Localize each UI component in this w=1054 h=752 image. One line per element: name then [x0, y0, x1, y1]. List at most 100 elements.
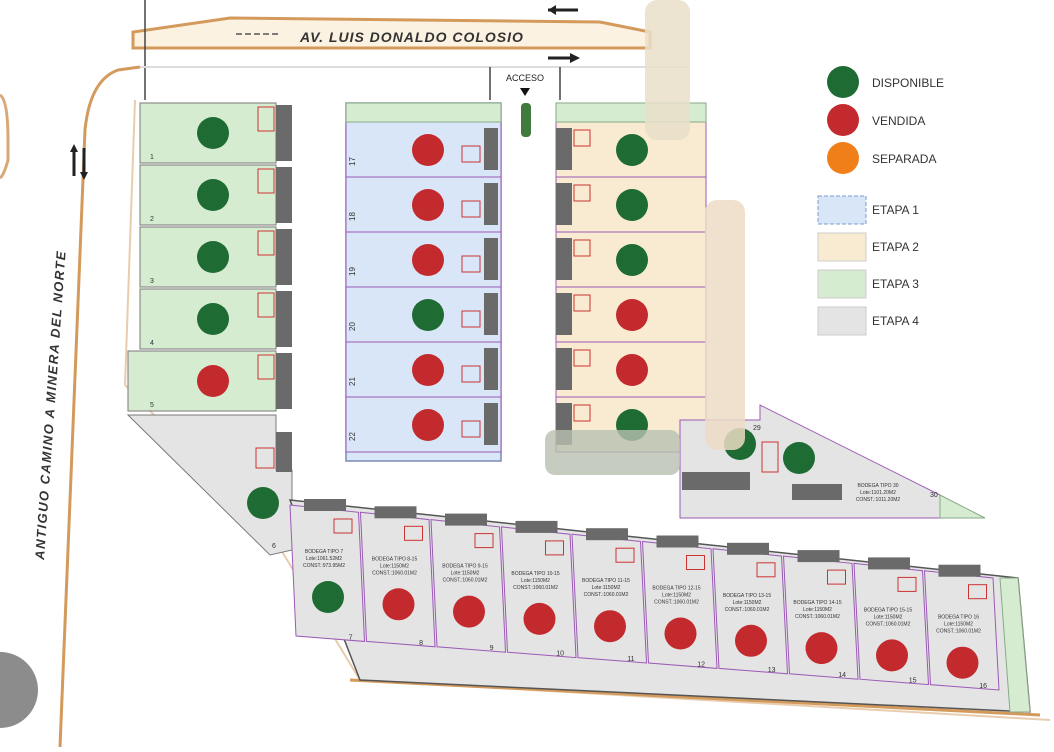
lot-19: 19 — [345, 231, 502, 288]
lot-15: BODEGA TIPO 15-15Lote:1150M2CONST.:1060.… — [853, 557, 930, 686]
arrow-right-icon — [570, 53, 580, 63]
east-lot-5 — [555, 341, 707, 398]
legend-stage-label: ETAPA 3 — [872, 277, 919, 291]
status-marker — [616, 354, 648, 386]
office-outline — [761, 441, 779, 473]
road-arrows — [72, 148, 86, 176]
status-marker — [382, 588, 415, 621]
lot-title: BODEGA TIPO 12-15 — [652, 586, 700, 592]
status-marker — [805, 632, 838, 665]
lot-const: CONST.:1060.01M2 — [936, 629, 981, 635]
status-marker — [197, 365, 229, 397]
legend-status-swatch — [827, 104, 859, 136]
loading-dock — [656, 535, 699, 548]
lot-const: CONST.:1060.01M2 — [513, 585, 558, 591]
lot-title: BODEGA TIPO 8-15 — [372, 556, 418, 562]
access-plate — [503, 70, 547, 84]
lot-number: 22 — [348, 432, 357, 441]
lot-area: Lote:1150M2 — [944, 622, 973, 628]
loading-dock — [556, 238, 572, 280]
lot-number: 9 — [490, 645, 494, 652]
office-outline — [461, 365, 481, 383]
lot-const: CONST.:1011.20M2 — [856, 497, 901, 503]
legend-stage-swatch — [817, 269, 867, 299]
lot-const: CONST.:1060.01M2 — [372, 570, 417, 576]
lot-area: Lote:1150M2 — [521, 578, 550, 584]
south-lot-row: BODEGA TIPO 7Lote:1061.52M2CONST.:973.95… — [288, 499, 1031, 713]
legend-stage-label: ETAPA 2 — [872, 240, 919, 254]
loading-dock — [304, 499, 346, 511]
center-green-strip — [345, 102, 502, 123]
office-outline — [257, 106, 275, 132]
lot-title: BODEGA TIPO 30 — [857, 483, 898, 489]
lot-12: BODEGA TIPO 12-15Lote:1150M2CONST.:1060.… — [641, 535, 718, 669]
lot-parcel — [289, 504, 366, 642]
loading-dock — [445, 513, 487, 526]
avenue-label: AV. LUIS DONALDO COLOSIO — [299, 29, 524, 45]
lot-4: 4 — [139, 288, 292, 350]
office-outline — [461, 255, 481, 273]
office-outline — [827, 569, 846, 585]
status-marker — [783, 442, 815, 474]
lot-number: 10 — [556, 651, 564, 658]
office-outline — [573, 184, 591, 202]
loading-dock — [484, 128, 498, 170]
lot-area: Lote:1061.52M2 — [306, 556, 342, 562]
lot-title: BODEGA TIPO 15-15 — [864, 607, 912, 613]
status-marker — [453, 595, 485, 628]
lot-number: 12 — [697, 661, 705, 668]
overlay-button[interactable] — [0, 652, 38, 728]
access-label: ACCESO — [506, 73, 544, 83]
loading-dock — [276, 353, 292, 409]
office-outline — [257, 292, 275, 318]
lot-20: 20 — [345, 286, 502, 343]
east-lot-4 — [555, 286, 707, 343]
lot-title: BODEGA TIPO 16 — [938, 615, 979, 621]
lot-area: Lote:1150M2 — [451, 571, 480, 577]
lot-8: BODEGA TIPO 8-15Lote:1150M2CONST.:1060.0… — [359, 506, 436, 648]
legend-stage-swatch — [817, 232, 867, 262]
lot-14: BODEGA TIPO 14-15Lote:1150M2CONST.:1060.… — [782, 550, 859, 680]
blur-mask-bottom — [545, 430, 680, 475]
lot-21: 21 — [345, 341, 502, 398]
access-arrow-icon — [520, 88, 530, 96]
lot-number: 21 — [348, 377, 357, 386]
status-marker — [197, 179, 229, 211]
lot-area: Lote:1150M2 — [803, 607, 832, 613]
status-marker — [616, 189, 648, 221]
lot-16: BODEGA TIPO 16Lote:1150M2CONST.:1060.01M… — [923, 564, 1000, 691]
status-marker — [412, 299, 444, 331]
access-island — [521, 103, 531, 137]
status-marker — [412, 189, 444, 221]
east-lot-2 — [555, 176, 707, 233]
lot-area: Lote:1150M2 — [592, 585, 621, 591]
status-marker — [616, 134, 648, 166]
lot-title: BODEGA TIPO 9-15 — [442, 564, 488, 570]
office-outline — [255, 447, 275, 469]
lot-number: 3 — [150, 278, 154, 285]
status-marker — [412, 409, 444, 441]
loading-dock — [276, 229, 292, 285]
loading-dock — [276, 167, 292, 223]
office-outline — [968, 584, 987, 600]
office-outline — [257, 230, 275, 256]
loading-dock — [515, 520, 558, 533]
loading-dock — [484, 348, 498, 390]
office-outline — [897, 576, 917, 592]
loading-dock — [868, 557, 910, 570]
lot-number: 13 — [768, 667, 776, 674]
office-outline — [615, 547, 635, 563]
lot-number: 8 — [419, 640, 423, 647]
office-outline — [686, 555, 705, 570]
lot-parcel — [571, 533, 648, 664]
loading-dock — [556, 348, 572, 390]
lot-9: BODEGA TIPO 9-15Lote:1150M2CONST.:1060.0… — [430, 513, 507, 653]
status-marker — [247, 487, 279, 519]
office-outline — [573, 349, 591, 367]
lot-number: 2 — [150, 216, 154, 223]
office-outline — [573, 294, 591, 312]
lot-area: Lote:1150M2 — [380, 563, 409, 569]
green-corner — [939, 494, 986, 519]
loading-dock — [556, 128, 572, 170]
office-outline — [545, 540, 564, 556]
